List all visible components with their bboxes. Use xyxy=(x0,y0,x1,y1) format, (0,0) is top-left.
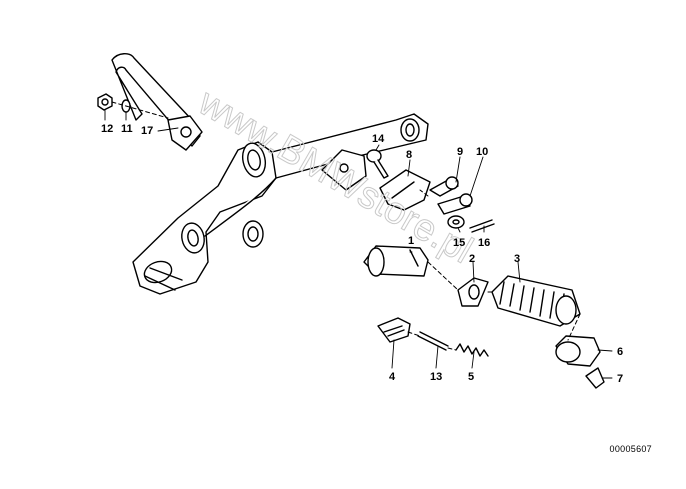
callout-16: 16 xyxy=(478,237,490,249)
end-cap xyxy=(555,335,605,389)
callout-11: 11 xyxy=(121,123,133,135)
callout-4: 4 xyxy=(389,371,396,383)
washer-and-cotter xyxy=(447,215,495,233)
rubber-footpeg xyxy=(491,275,581,327)
callout-7: 7 xyxy=(617,373,623,385)
callout-13: 13 xyxy=(430,371,442,383)
callout-8: 8 xyxy=(406,149,412,161)
footpeg xyxy=(363,245,429,277)
diagram-number: 00005607 xyxy=(609,444,652,454)
callout-2: 2 xyxy=(469,253,475,265)
callout-15: 15 xyxy=(453,237,465,249)
pin-part xyxy=(366,149,389,179)
spring-parts xyxy=(377,317,489,357)
callout-9: 9 xyxy=(457,146,463,158)
shift-lever xyxy=(111,53,203,151)
leader-lines xyxy=(104,109,613,379)
callout-12: 12 xyxy=(101,123,113,135)
bush xyxy=(457,277,489,307)
callout-10: 10 xyxy=(476,146,488,158)
callout-14: 14 xyxy=(372,133,385,145)
callout-5: 5 xyxy=(468,371,474,383)
nut-and-washer xyxy=(97,93,131,113)
callout-3: 3 xyxy=(514,253,520,265)
callout-6: 6 xyxy=(617,346,623,358)
footrest-bracket xyxy=(132,113,429,295)
pivot-bracket xyxy=(321,149,431,211)
callout-1: 1 xyxy=(408,235,414,247)
callout-17: 17 xyxy=(141,125,153,137)
screws xyxy=(429,176,473,215)
assembly-lines xyxy=(111,101,581,351)
callout-labels: 12 11 17 14 8 9 10 15 16 1 2 3 4 13 5 6 … xyxy=(101,123,623,385)
